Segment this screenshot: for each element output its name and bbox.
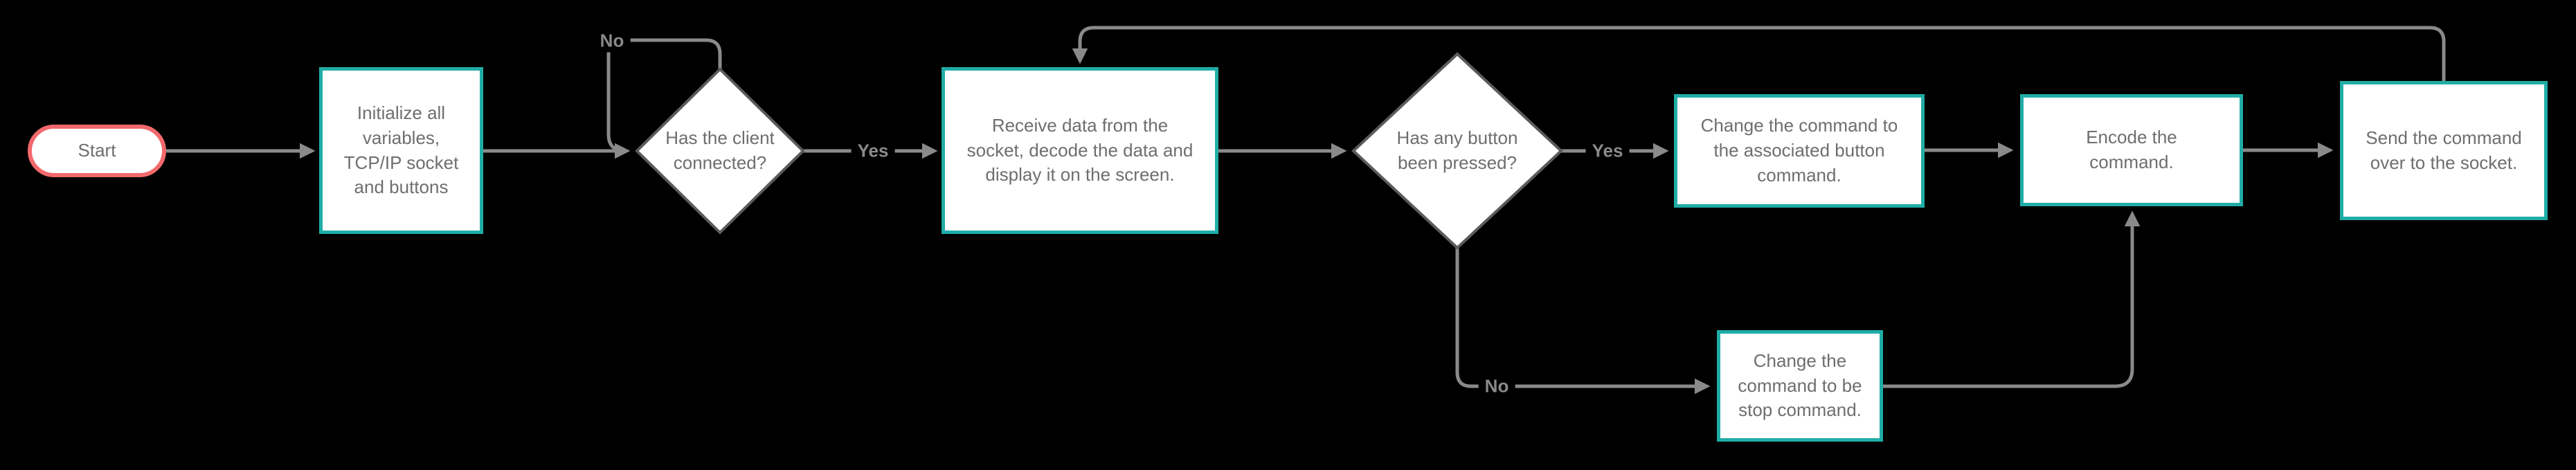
node-client-connected-label: Has the client connected? (665, 127, 775, 173)
edge-change-stop-to-encode (1883, 210, 2141, 388)
node-encode-command-label: Encode the command. (2086, 127, 2177, 172)
edge-label-client-connected-yes: Yes (851, 139, 895, 163)
node-start: Start (28, 125, 166, 177)
node-encode-command: Encode the command. (2020, 94, 2243, 206)
node-button-pressed-label: Has any button been pressed? (1396, 127, 1518, 173)
node-change-associated-command-label: Change the command to the associated but… (1700, 115, 1898, 186)
node-change-associated-command: Change the command to the associated but… (1674, 94, 1925, 208)
edge-label-button-pressed-yes: Yes (1585, 139, 1630, 163)
edge-label-client-connected-no: No (593, 29, 631, 53)
node-receive-data-label: Receive data from the socket, decode the… (966, 114, 1194, 186)
edge-button-pressed-no-to-change-stop (1455, 247, 1711, 395)
decision-client-connected-shape (635, 67, 805, 235)
node-change-stop-command-label: Change the command to be stop command. (1738, 350, 1862, 421)
node-send-command-label: Send the command over to the socket. (2366, 127, 2522, 173)
node-change-stop-command: Change the command to be stop command. (1717, 330, 1883, 442)
node-initialize: Initialize all variables, TCP/IP socket … (319, 67, 483, 234)
edge-label-button-pressed-no: No (1478, 374, 1515, 398)
edge-send-return-to-receive (1072, 26, 2446, 81)
decision-button-pressed-shape (1351, 52, 1563, 250)
node-receive-data: Receive data from the socket, decode the… (942, 67, 1218, 234)
node-start-label: Start (78, 140, 116, 161)
node-initialize-label: Initialize all variables, TCP/IP socket … (343, 102, 459, 198)
node-send-command: Send the command over to the socket. (2340, 81, 2548, 220)
